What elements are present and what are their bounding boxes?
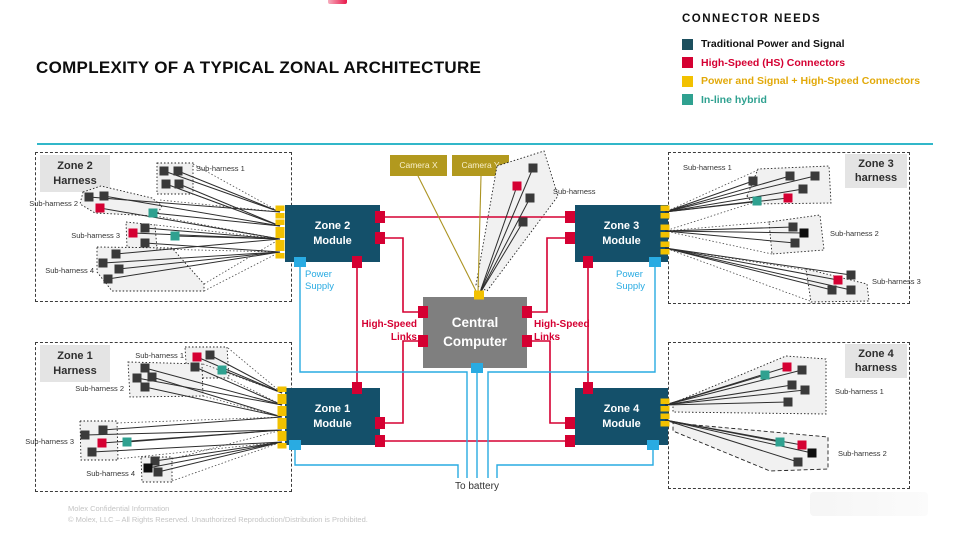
zone4-module-label: Zone 4 Module (602, 403, 641, 430)
central-computer-node: Central Computer (423, 297, 527, 368)
power-wire (294, 445, 459, 478)
legend-item-label: High-Speed (HS) Connectors (701, 56, 846, 69)
zone3-module-label: Zone 3 Module (602, 220, 641, 247)
connector-traditional (528, 163, 538, 173)
connector-needs-legend: CONNECTOR NEEDS Traditional Power and Si… (682, 13, 952, 112)
zone1-module-node: Zone 1 Module (285, 388, 380, 445)
high-speed-swatch-icon (682, 57, 693, 68)
zone2-module-label: Zone 2 Module (313, 220, 352, 247)
power-wire (487, 262, 656, 478)
to-battery-label: To battery (455, 481, 499, 492)
hs-link-wire (527, 340, 570, 424)
power-supply-label-left: Power Supply (305, 269, 335, 293)
zone2-module-node: Zone 2 Module (285, 205, 380, 262)
hs-link-wire (527, 237, 570, 313)
connector-hs (512, 181, 522, 191)
legend-item-label: In-line hybrid (701, 93, 767, 106)
connector-hs (565, 211, 575, 223)
zone1-module-label: Zone 1 Module (313, 403, 352, 430)
harness-wire (478, 221, 524, 296)
inline-hybrid-swatch-icon (682, 94, 693, 105)
legend-item-high-speed: High-Speed (HS) Connectors (682, 57, 952, 69)
footer-line-1: Molex Confidential Information (68, 504, 170, 513)
central-computer-label: Central Computer (443, 315, 507, 349)
legend-item-label: Power and Signal + High-Speed Connectors (701, 75, 921, 87)
power-wire (496, 445, 654, 478)
traditional-swatch-icon (682, 38, 693, 50)
high-speed-links-label-left: High-Speed Links (361, 319, 417, 343)
connector-hs (565, 232, 575, 244)
zone4-module-node: Zone 4 Module (575, 388, 668, 445)
power-supply-label-right: Power Supply (616, 269, 646, 293)
camera-y-node: Camera Y (452, 155, 509, 176)
legend-item-power-signal-hs: Power and Signal + High-Speed Connectors (682, 75, 952, 87)
legend-item-inline-hybrid: In-line hybrid (682, 94, 952, 106)
footer-confidentiality: Molex Confidential Information © Molex, … (68, 503, 368, 526)
harness-wire (478, 197, 531, 296)
high-speed-links-label-right: High-Speed Links (534, 319, 590, 343)
camera-wire (417, 175, 478, 294)
hs-link-wire (380, 340, 423, 424)
zone2-harness-title: Zone 2 Harness (40, 155, 110, 192)
connector-hs (565, 435, 575, 447)
watermark (810, 492, 928, 516)
power-signal-hs-swatch-icon (682, 75, 693, 87)
connector-hs (565, 417, 575, 429)
hs-link-wire (380, 237, 423, 313)
harness-wire (478, 185, 518, 296)
zone1-harness-title: Zone 1 Harness (40, 345, 110, 382)
harness-wire (478, 167, 534, 296)
legend-title: CONNECTOR NEEDS (682, 13, 822, 25)
connector-traditional (518, 217, 528, 227)
molex-logo-fragment (328, 0, 347, 4)
zone3-harness-title: Zone 3 harness (845, 154, 907, 188)
camera-x-node: Camera X (390, 155, 447, 176)
page-title: COMPLEXITY OF A TYPICAL ZONAL ARCHITECTU… (36, 58, 482, 77)
camera-wire (477, 175, 482, 294)
connector-traditional (525, 193, 535, 203)
title-divider-rule (37, 143, 933, 145)
footer-line-2: © Molex, LLC – All Rights Reserved. Unau… (68, 515, 368, 525)
legend-item-label: Traditional Power and Signal (701, 38, 845, 50)
power-wire (299, 262, 468, 478)
zone3-module-node: Zone 3 Module (575, 205, 668, 262)
zone4-harness-title: Zone 4 harness (845, 344, 907, 378)
sub-harness-label: Sub-harness (553, 187, 596, 196)
legend-item-traditional: Traditional Power and Signal (682, 38, 952, 50)
